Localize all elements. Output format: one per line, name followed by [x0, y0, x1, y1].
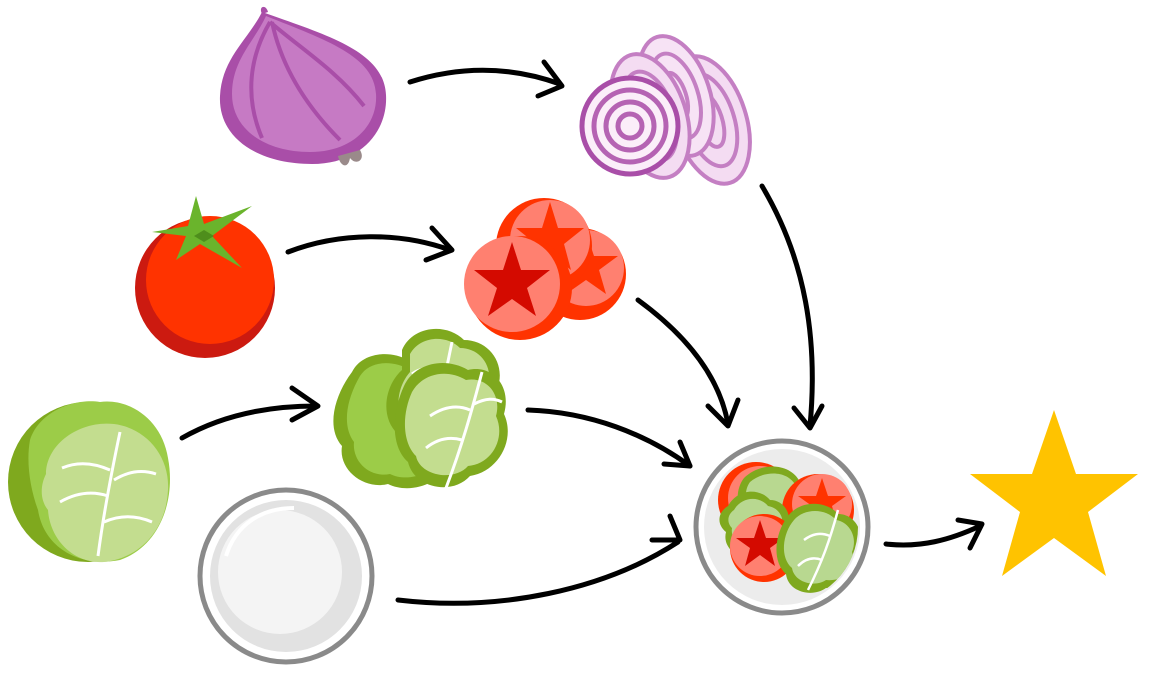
arrow-onion-to-sliced-onion: [407, 59, 565, 99]
arrow-chopped-lettuce-to-salad: [525, 407, 693, 469]
arrow-plate-to-salad: [395, 513, 683, 606]
plate-icon: [197, 487, 375, 665]
sliced-onion-icon: [579, 34, 752, 186]
arrow-sliced-onion-to-salad: [759, 183, 825, 431]
arrow-lettuce-to-chopped-lettuce: [179, 385, 321, 441]
star-icon: [970, 410, 1138, 576]
lettuce-icon: [8, 401, 170, 563]
flow-arrows: [179, 59, 985, 606]
salad-icon: [693, 438, 871, 616]
onion-icon: [219, 6, 387, 166]
tomato-icon: [135, 196, 275, 358]
arrow-salad-to-goal: [883, 517, 985, 551]
arrow-sliced-tomato-to-salad: [635, 297, 741, 429]
sliced-tomato-icon: [464, 198, 626, 340]
chopped-lettuce-icon: [333, 328, 508, 489]
arrow-tomato-to-sliced-tomato: [285, 225, 455, 263]
